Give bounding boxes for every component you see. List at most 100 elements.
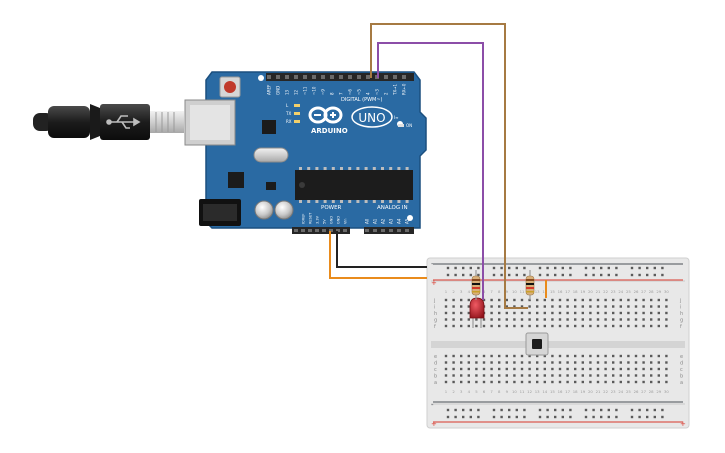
breadboard-hole[interactable] [490, 367, 493, 371]
breadboard-hole[interactable] [650, 305, 653, 308]
rail-hole[interactable] [584, 273, 588, 277]
breadboard-hole[interactable] [520, 324, 524, 328]
breadboard-hole[interactable] [657, 298, 660, 302]
power-pin[interactable] [343, 229, 347, 232]
power-pin[interactable] [308, 229, 312, 232]
breadboard-hole[interactable] [482, 374, 486, 377]
breadboard-hole[interactable] [536, 367, 539, 371]
breadboard-hole[interactable] [536, 374, 539, 377]
breadboard-hole[interactable] [551, 361, 554, 364]
breadboard-hole[interactable] [604, 311, 607, 315]
breadboard-hole[interactable] [536, 311, 539, 315]
breadboard-hole[interactable] [619, 311, 622, 315]
rail-hole[interactable] [546, 266, 549, 270]
breadboard-hole[interactable] [490, 374, 493, 377]
breadboard-hole[interactable] [642, 361, 645, 364]
breadboard-hole[interactable] [612, 367, 615, 371]
breadboard-hole[interactable] [520, 354, 524, 358]
rail-hole[interactable] [600, 266, 603, 270]
rail-hole[interactable] [446, 273, 450, 277]
usb-cable[interactable] [33, 104, 184, 140]
rail-hole[interactable] [646, 266, 649, 270]
breadboard-hole[interactable] [589, 380, 592, 384]
breadboard-hole[interactable] [452, 367, 455, 371]
breadboard-hole[interactable] [589, 367, 592, 371]
breadboard-hole[interactable] [452, 298, 455, 302]
breadboard-hole[interactable] [566, 298, 569, 302]
breadboard-hole[interactable] [498, 298, 501, 302]
rail-hole[interactable] [584, 408, 588, 412]
breadboard-holes[interactable] [444, 266, 668, 419]
breadboard-hole[interactable] [520, 374, 524, 377]
breadboard-hole[interactable] [513, 354, 516, 358]
breadboard-hole[interactable] [627, 367, 630, 371]
digital-pin[interactable] [348, 75, 352, 79]
breadboard-hole[interactable] [551, 298, 554, 302]
breadboard-hole[interactable] [460, 374, 463, 377]
breadboard-hole[interactable] [612, 305, 615, 308]
rail-hole[interactable] [661, 415, 664, 419]
breadboard-hole[interactable] [558, 305, 562, 308]
rail-hole[interactable] [515, 266, 518, 270]
rail-hole[interactable] [569, 273, 572, 277]
power-pin[interactable] [315, 229, 319, 232]
breadboard-hole[interactable] [460, 318, 463, 321]
breadboard-hole[interactable] [566, 311, 569, 315]
breadboard-hole[interactable] [665, 380, 668, 384]
rail-hole[interactable] [500, 266, 503, 270]
breadboard-hole[interactable] [498, 354, 501, 358]
breadboard-hole[interactable] [498, 324, 501, 328]
breadboard-hole[interactable] [558, 361, 562, 364]
breadboard-hole[interactable] [589, 374, 592, 377]
breadboard-hole[interactable] [596, 298, 600, 302]
breadboard-hole[interactable] [604, 354, 607, 358]
breadboard-hole[interactable] [619, 361, 622, 364]
breadboard-hole[interactable] [536, 324, 539, 328]
breadboard-hole[interactable] [482, 324, 486, 328]
rail-hole[interactable] [592, 266, 595, 270]
breadboard-hole[interactable] [513, 324, 516, 328]
power-pin[interactable] [329, 229, 333, 232]
breadboard-hole[interactable] [657, 305, 660, 308]
breadboard-hole[interactable] [475, 380, 478, 384]
breadboard-hole[interactable] [589, 305, 592, 308]
breadboard-hole[interactable] [612, 380, 615, 384]
breadboard-hole[interactable] [536, 354, 539, 358]
rail-hole[interactable] [653, 273, 656, 277]
pushbutton[interactable] [525, 332, 549, 356]
rail-hole[interactable] [607, 408, 610, 412]
rail-hole[interactable] [469, 266, 472, 270]
power-pin[interactable] [294, 229, 298, 232]
breadboard-hole[interactable] [536, 361, 539, 364]
breadboard-hole[interactable] [574, 354, 577, 358]
breadboard-hole[interactable] [596, 361, 600, 364]
breadboard-hole[interactable] [475, 354, 478, 358]
wire-black-gnd[interactable] [336, 231, 427, 268]
rail-hole[interactable] [492, 266, 496, 270]
breadboard-hole[interactable] [596, 354, 600, 358]
analog-pin[interactable] [389, 229, 393, 232]
rail-hole[interactable] [477, 415, 480, 419]
breadboard-hole[interactable] [596, 380, 600, 384]
breadboard-hole[interactable] [444, 380, 448, 384]
breadboard-hole[interactable] [566, 318, 569, 321]
breadboard-hole[interactable] [612, 318, 615, 321]
breadboard-hole[interactable] [581, 361, 584, 364]
breadboard-hole[interactable] [520, 380, 524, 384]
rail-hole[interactable] [561, 415, 564, 419]
rail-hole[interactable] [538, 273, 542, 277]
rail-hole[interactable] [500, 408, 503, 412]
rail-hole[interactable] [554, 273, 557, 277]
rail-hole[interactable] [592, 273, 595, 277]
analog-pin[interactable] [381, 229, 385, 232]
breadboard-hole[interactable] [558, 311, 562, 315]
rail-hole[interactable] [653, 415, 656, 419]
digital-pin[interactable] [330, 75, 334, 79]
breadboard-hole[interactable] [452, 318, 455, 321]
rail-hole[interactable] [546, 415, 549, 419]
breadboard-hole[interactable] [581, 354, 584, 358]
breadboard-hole[interactable] [581, 298, 584, 302]
breadboard-hole[interactable] [665, 305, 668, 308]
rail-hole[interactable] [600, 273, 603, 277]
breadboard-hole[interactable] [581, 324, 584, 328]
